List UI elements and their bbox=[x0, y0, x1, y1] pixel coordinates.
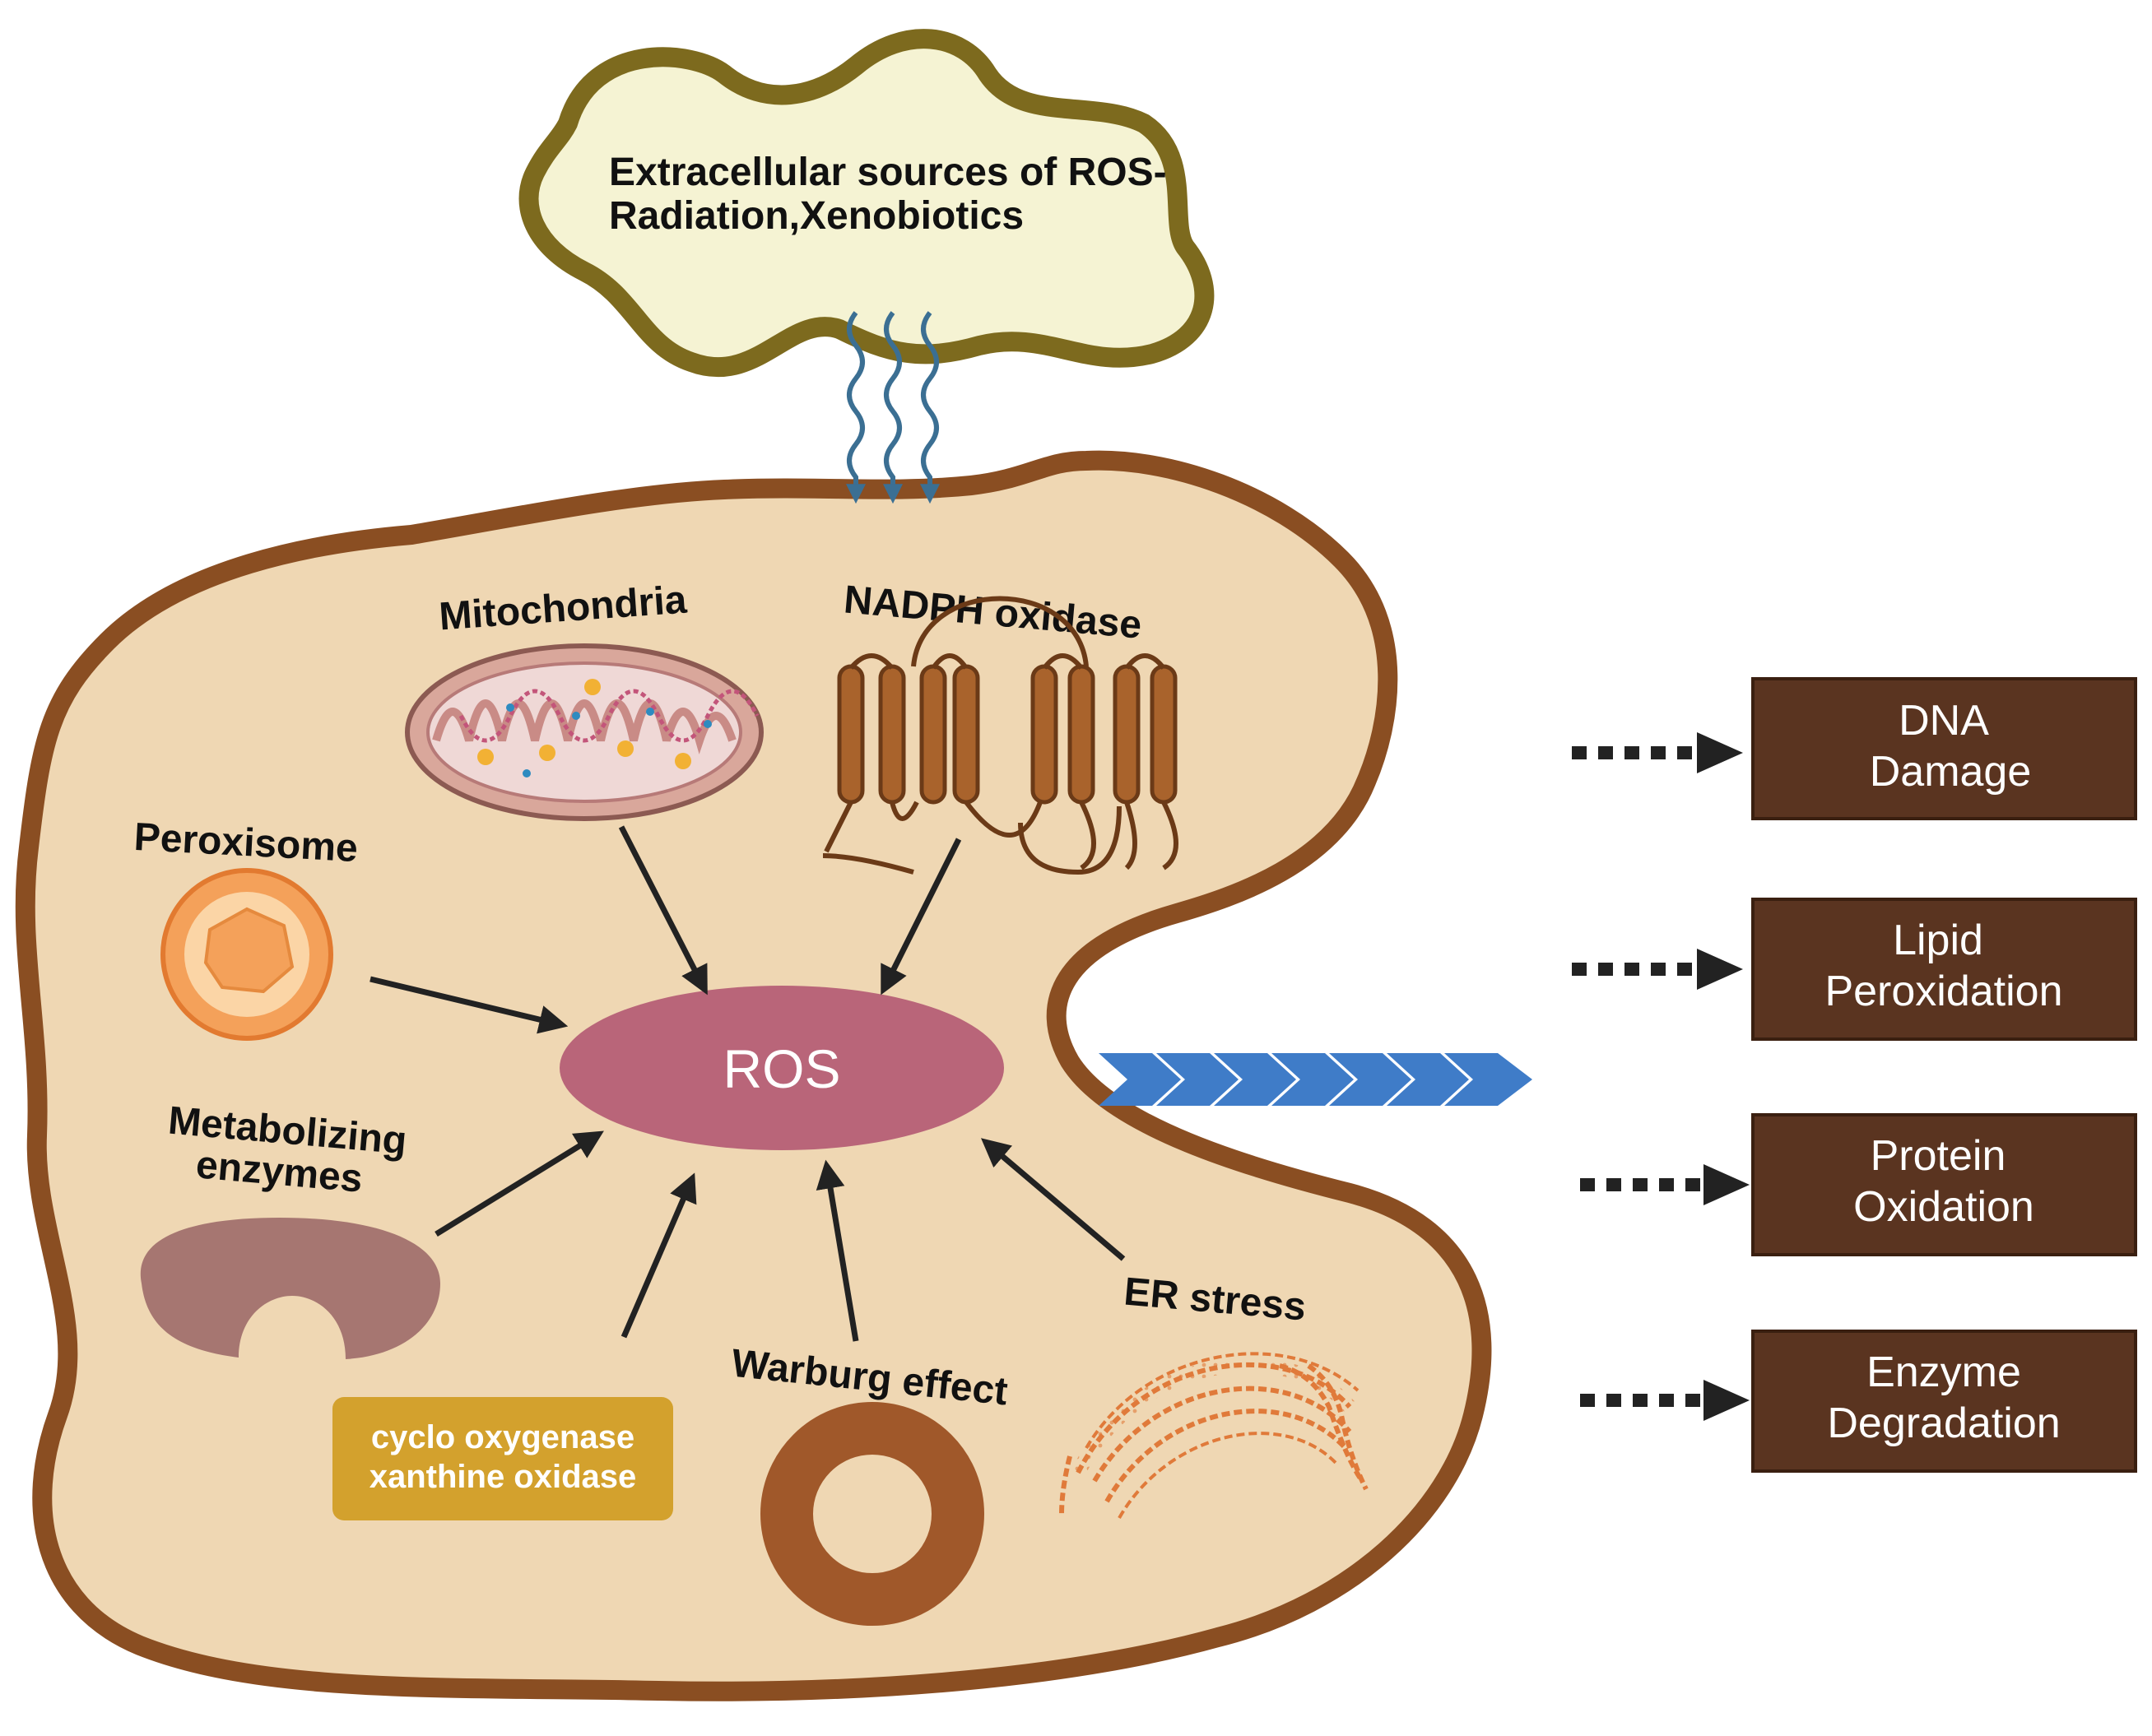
outcome-line2: Peroxidation bbox=[1824, 968, 2062, 1015]
outcome-line2: Oxidation bbox=[1853, 1183, 2034, 1231]
xanthine-oxidase-label: xanthine oxidase bbox=[370, 1459, 637, 1495]
outcome-dna-damage: DNA Damage bbox=[1572, 677, 2137, 820]
mitochondria-icon bbox=[405, 643, 764, 821]
cloud-text-line1: Extracellular sources of ROS- bbox=[609, 151, 1167, 194]
warburg-ring-icon bbox=[760, 1402, 984, 1626]
outcome-line1: Protein bbox=[1871, 1132, 2006, 1180]
outcome-line1: DNA bbox=[1899, 697, 1989, 745]
cyclo-xanthine-box bbox=[332, 1397, 673, 1520]
ros-ellipse bbox=[560, 986, 1004, 1150]
outcome-line2: Degradation bbox=[1827, 1399, 2060, 1447]
outcome-line2: Damage bbox=[1870, 748, 2032, 796]
extracellular-cloud bbox=[518, 29, 1215, 378]
chevron-arrow-icon bbox=[1099, 1053, 1532, 1106]
outcome-lipid-peroxidation: Lipid Peroxidation bbox=[1572, 898, 2137, 1041]
source-arrows bbox=[370, 825, 1126, 1342]
outcome-protein-oxidation: Protein Oxidation bbox=[1580, 1113, 2137, 1256]
outcome-line1: Lipid bbox=[1893, 917, 1983, 964]
nadph-oxidase-icon bbox=[822, 596, 1178, 875]
cyclo-oxygenase-label: cyclo oxygenase bbox=[371, 1419, 634, 1455]
ros-label: ROS bbox=[723, 1038, 840, 1099]
enzyme-icon bbox=[140, 1218, 441, 1359]
cloud-text-line2: Radiation,Xenobiotics bbox=[609, 194, 1024, 238]
outcome-enzyme-degradation: Enzyme Degradation bbox=[1580, 1330, 2137, 1473]
outcome-line1: Enzyme bbox=[1866, 1348, 2021, 1396]
peroxisome-icon bbox=[160, 868, 333, 1041]
radiation-waves-icon bbox=[846, 311, 940, 504]
